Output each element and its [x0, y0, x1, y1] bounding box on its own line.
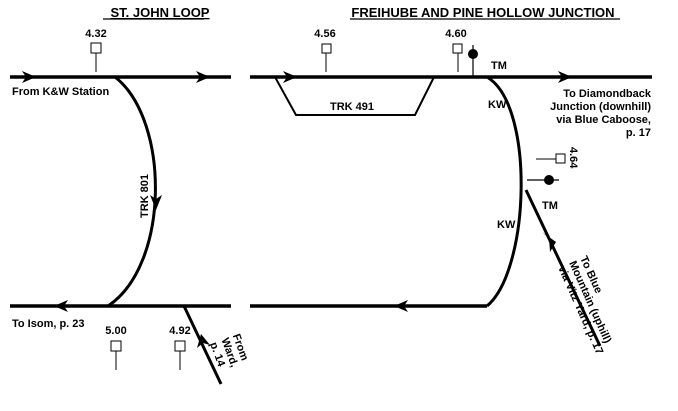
arrow-left-icon [54, 300, 68, 312]
svg-text:To Diamondback: To Diamondback [563, 88, 652, 100]
signal-icon [527, 175, 559, 185]
arrow-right-icon [22, 71, 36, 83]
tm-label-mid: TM [542, 200, 558, 212]
arrow-up-icon [197, 334, 210, 348]
arrow-left-icon [394, 300, 408, 312]
arrow-down-icon [542, 232, 556, 252]
to-diamondback-label: To Diamondback Junction (downhill) via B… [550, 88, 652, 139]
to-blue-mountain-label: To Blue Mountain (uphill) via Vitz Yard,… [555, 254, 613, 356]
svg-text:5.00: 5.00 [105, 325, 126, 337]
milepost-4-32: 4.32 [85, 28, 107, 72]
kw-label-top: KW [488, 99, 507, 111]
milepost-4-60: 4.60 [445, 28, 467, 72]
signal-icon [468, 45, 478, 77]
tm-branch-track [524, 189, 602, 347]
trk-801-loop [107, 75, 157, 308]
svg-text:4.92: 4.92 [169, 325, 190, 337]
tm-label-top: TM [491, 60, 507, 72]
milepost-4-64: 4.64 [536, 147, 579, 169]
svg-text:via Blue Caboose,: via Blue Caboose, [556, 114, 651, 126]
milepost-5-00: 5.00 [105, 325, 127, 370]
to-isom-label: To Isom, p. 23 [12, 318, 85, 330]
arrow-right-icon [196, 71, 210, 83]
svg-text:4.64: 4.64 [567, 147, 579, 169]
milepost-4-92: 4.92 [169, 325, 191, 370]
milepost-4-56: 4.56 [314, 28, 336, 72]
ward-branch-track [182, 305, 223, 385]
kw-label-bottom: KW [497, 219, 516, 231]
trk-491-siding [274, 76, 435, 116]
arrow-right-icon [558, 71, 572, 83]
trk-491-label: TRK 491 [330, 101, 374, 113]
trk-801-label: TRK 801 [139, 174, 151, 218]
svg-text:4.56: 4.56 [314, 28, 335, 40]
arrow-down-icon [150, 195, 162, 210]
arrow-right-icon [283, 71, 297, 83]
svg-text:4.32: 4.32 [85, 28, 106, 40]
title-freihube-pine-hollow: FREIHUBE AND PINE HOLLOW JUNCTION [351, 5, 614, 20]
title-st-john-loop: ST. JOHN LOOP [111, 5, 210, 20]
svg-text:p. 17: p. 17 [626, 127, 651, 139]
from-kw-station-label: From K&W Station [12, 86, 109, 98]
svg-text:4.60: 4.60 [445, 28, 466, 40]
kw-loop-track [486, 75, 523, 308]
svg-text:Junction (downhill): Junction (downhill) [550, 101, 651, 113]
